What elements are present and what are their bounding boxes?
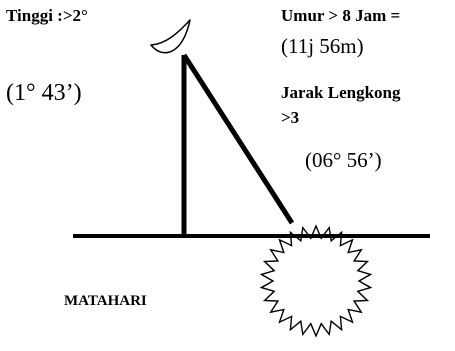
sun-icon bbox=[259, 224, 373, 338]
altitude-value: (1° 43’) bbox=[6, 80, 82, 106]
elongation-line bbox=[181, 53, 295, 225]
moon-age-title: Umur > 8 Jam = bbox=[281, 6, 401, 25]
elongation-title: Jarak Lengkong bbox=[281, 83, 401, 102]
elongation-threshold: >3 bbox=[281, 108, 300, 127]
altitude-title: Tinggi :>2° bbox=[6, 6, 88, 25]
sun-label: MATAHARI bbox=[64, 293, 147, 309]
moon-age-value: (11j 56m) bbox=[281, 34, 364, 58]
elongation-value: (06° 56’) bbox=[305, 148, 382, 172]
crescent-moon-icon bbox=[150, 19, 191, 54]
